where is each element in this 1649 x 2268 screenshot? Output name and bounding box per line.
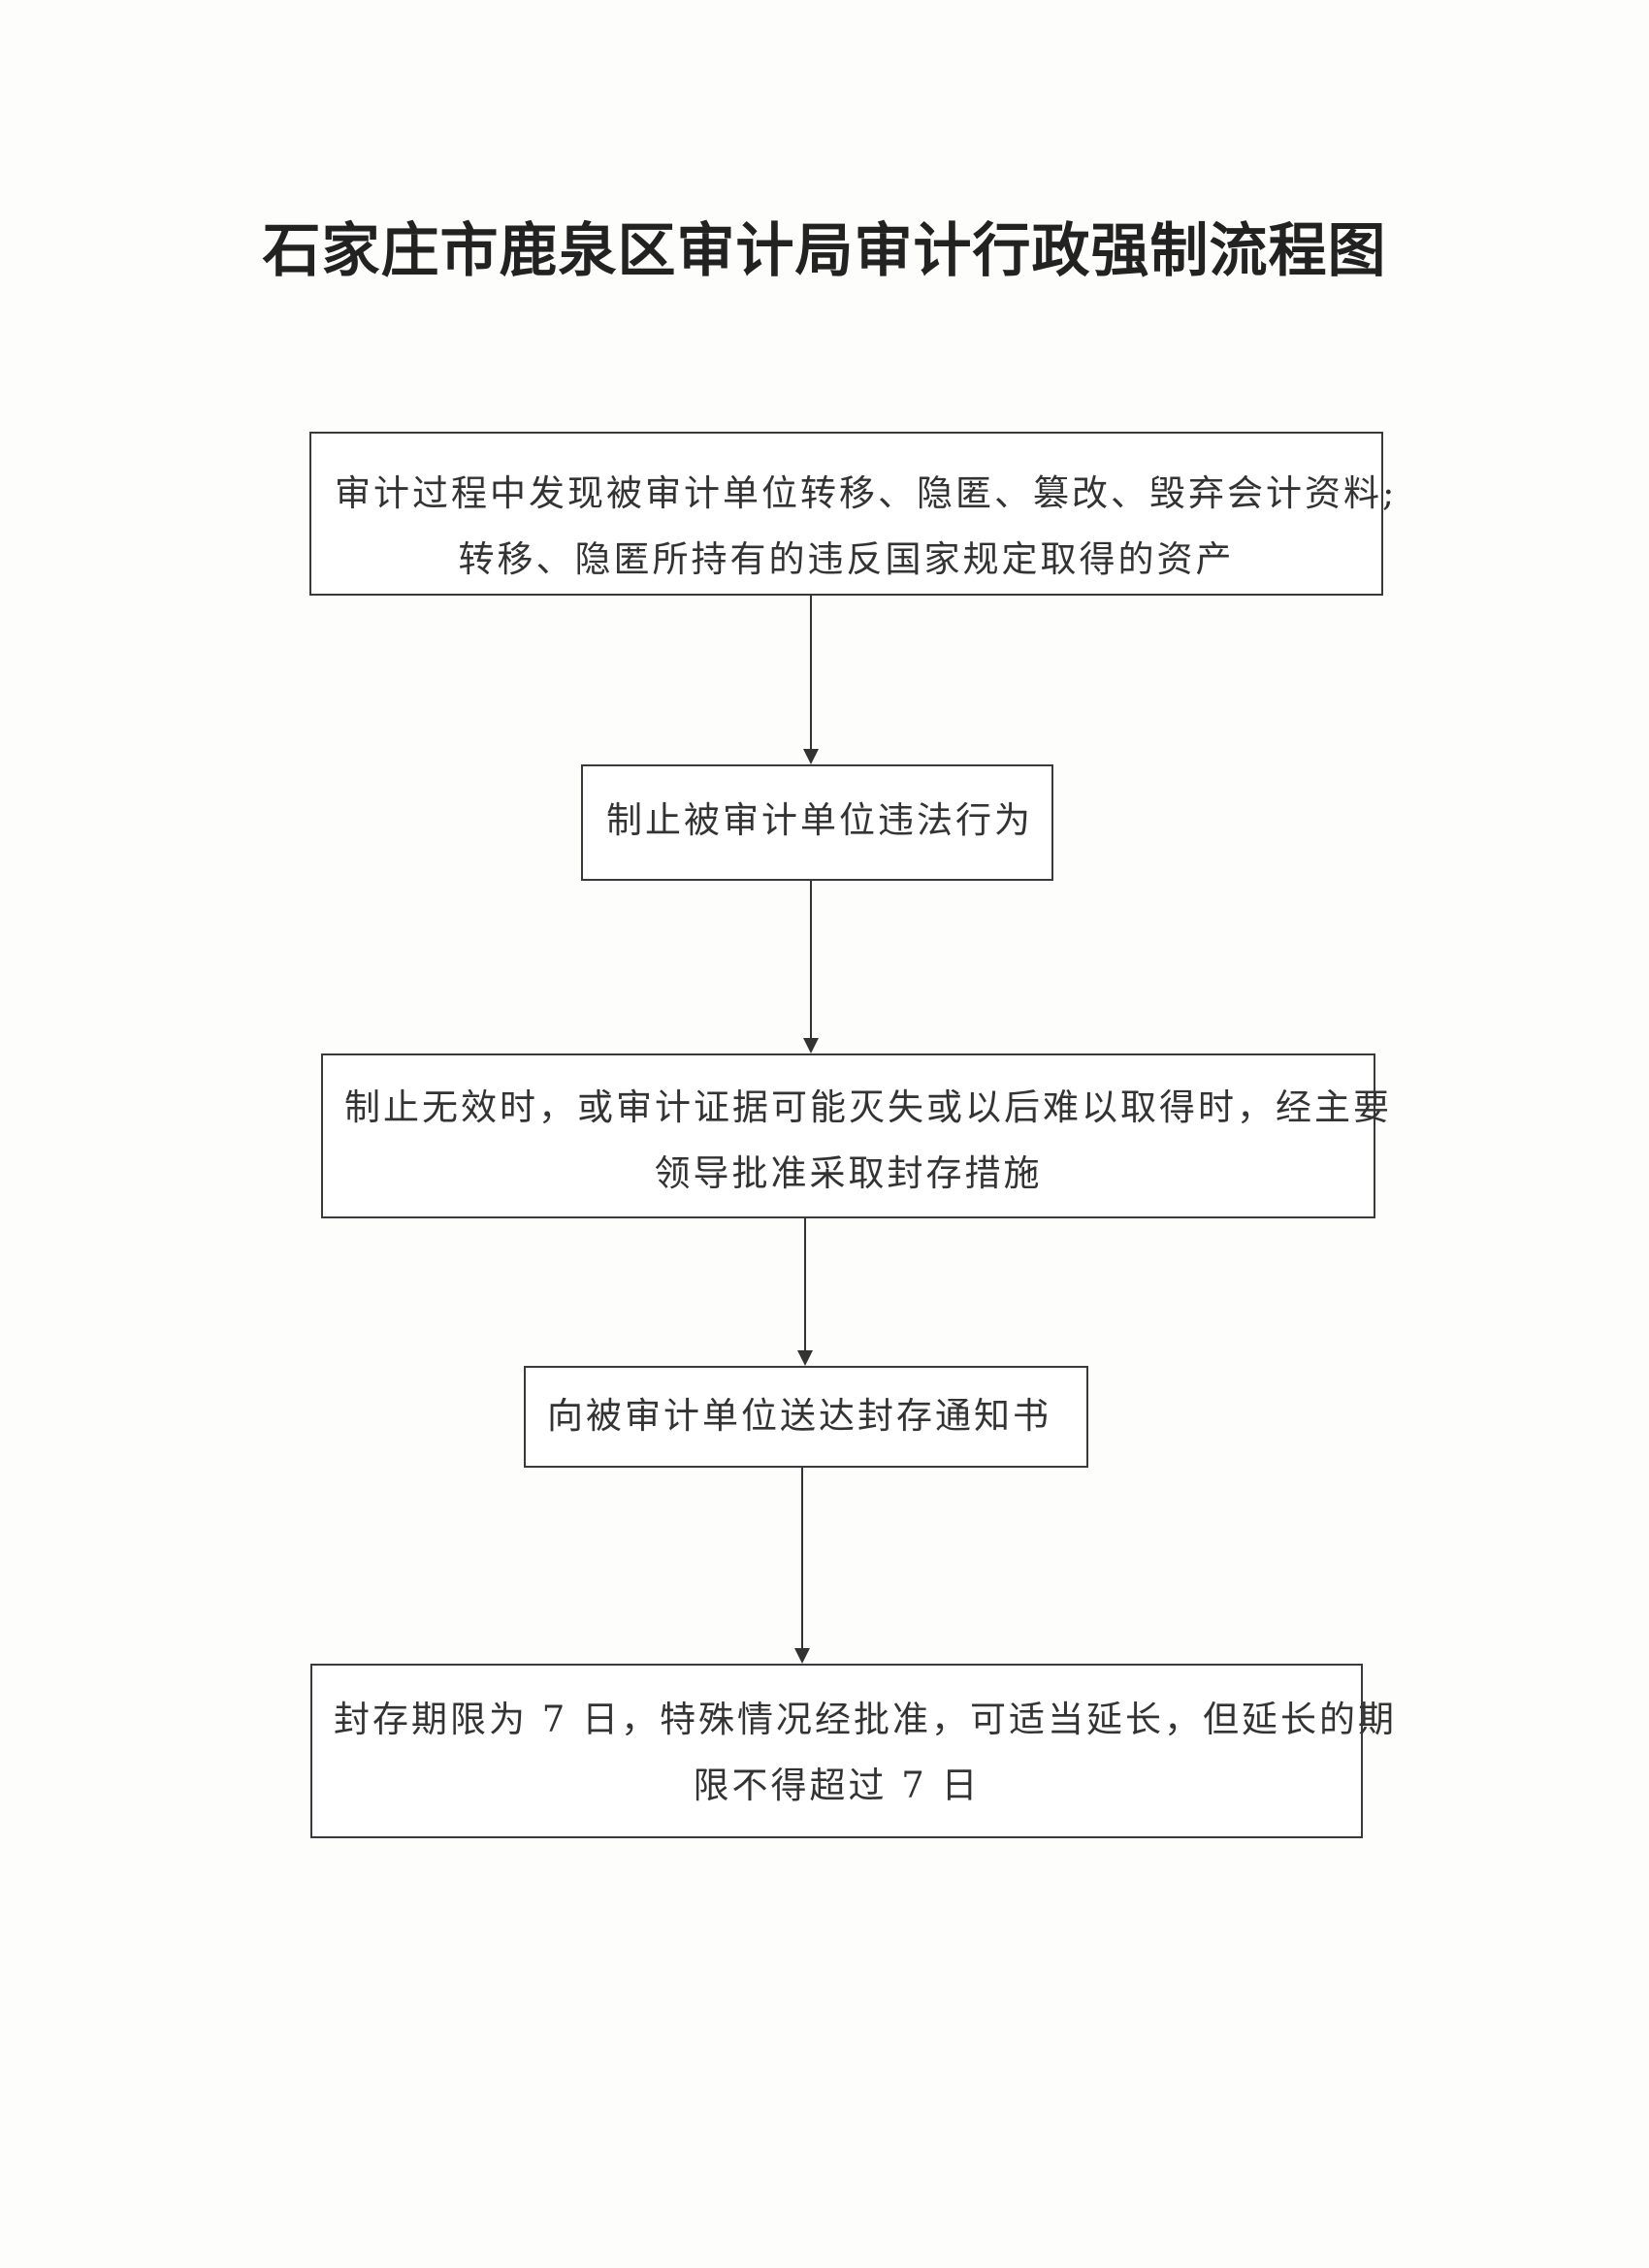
step-2-box: 制止被审计单位违法行为	[581, 764, 1053, 881]
step-4-line-1: 向被审计单位送达封存通知书	[547, 1395, 1051, 1437]
step-1-line-1: 审计过程中发现被审计单位转移、隐匿、篡改、毁弃会计资料;	[335, 472, 1398, 514]
step-5-line-1: 封存期限为 7 日，特殊情况经批准，可适当延长，但延长的期	[334, 1699, 1398, 1740]
step-1-box: 审计过程中发现被审计单位转移、隐匿、篡改、毁弃会计资料; 转移、隐匿所持有的违反…	[309, 432, 1398, 596]
step-1-line-2: 转移、隐匿所持有的违反国家规定取得的资产	[458, 538, 1235, 580]
arrow-1	[803, 596, 819, 764]
step-4-box: 向被审计单位送达封存通知书	[524, 1366, 1088, 1468]
arrow-3	[797, 1218, 813, 1366]
step-5-box: 封存期限为 7 日，特殊情况经批准，可适当延长，但延长的期 限不得超过 7 日	[310, 1664, 1398, 1838]
arrow-4	[794, 1468, 810, 1664]
step-5-line-2: 限不得超过 7 日	[693, 1765, 981, 1806]
step-3-line-1: 制止无效时，或审计证据可能灭失或以后难以取得时，经主要	[344, 1086, 1392, 1128]
page-title: 石家庄市鹿泉区审计局审计行政强制流程图	[262, 217, 1387, 285]
step-3-line-2: 领导批准采取封存措施	[654, 1152, 1043, 1194]
step-2-line-1: 制止被审计单位违法行为	[606, 799, 1033, 841]
arrow-2	[803, 881, 819, 1053]
step-3-box: 制止无效时，或审计证据可能灭失或以后难以取得时，经主要 领导批准采取封存措施	[321, 1053, 1392, 1218]
